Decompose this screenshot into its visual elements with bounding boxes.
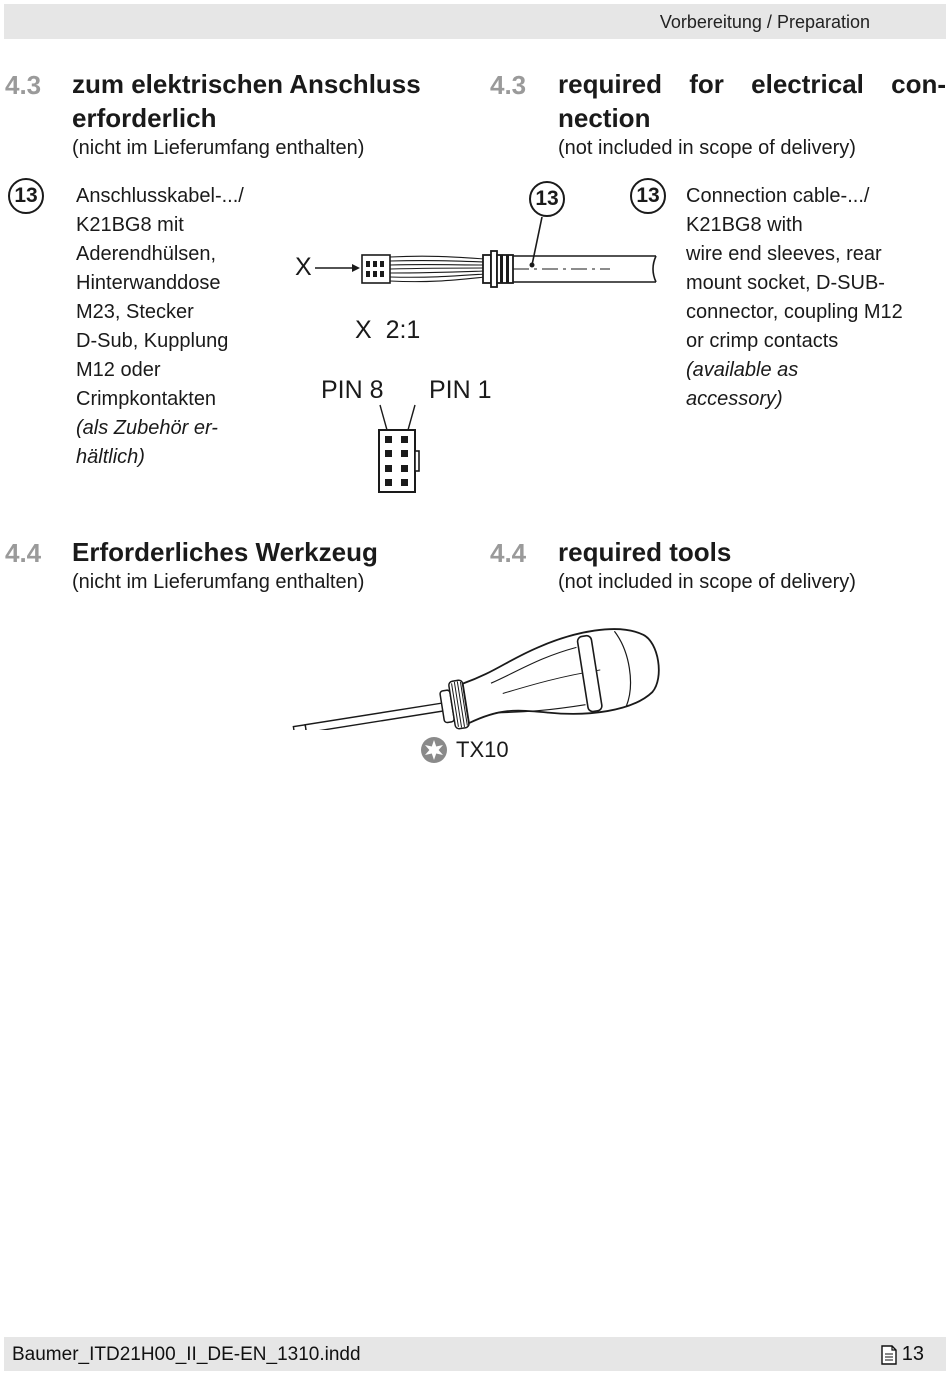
- scale-label: X 2:1: [355, 316, 421, 344]
- item-en-line: K21BG8 with: [686, 214, 803, 236]
- callout-leader-dot: [529, 262, 535, 268]
- connector-face-pin: [385, 465, 392, 472]
- item-de-italic-line: (als Zubehör er-: [76, 417, 218, 439]
- section-44-number-de: 4.4: [5, 538, 42, 568]
- item-en-line: wire end sleeves, rear: [686, 243, 882, 265]
- cable-drawing: [315, 216, 657, 493]
- cable-shield-band: [506, 255, 509, 283]
- footer-page-number: 13: [901, 1343, 924, 1365]
- connector-face-pin: [401, 465, 408, 472]
- pin8-label: PIN 8: [321, 376, 384, 404]
- connector-pin: [366, 271, 370, 277]
- item-de-line: Anschlusskabel-.../: [76, 185, 244, 207]
- item-en-line: or crimp contacts: [686, 330, 839, 352]
- header-bar: Vorbereitung / Preparation: [4, 4, 946, 39]
- torx-icon: [421, 737, 447, 763]
- item-de-line: D-Sub, Kupplung: [76, 330, 229, 352]
- item-de-line: Aderendhülsen,: [76, 243, 217, 265]
- screwdriver-tip: [292, 723, 308, 730]
- cable-cut-end: [652, 255, 657, 283]
- pin8-leader: [379, 404, 388, 431]
- item-description-de: Anschlusskabel-.../ K21BG8 mit Aderendhü…: [76, 182, 276, 472]
- connector-pin: [380, 271, 384, 277]
- figure-callout-badge: 13: [529, 181, 565, 217]
- footer-page: 13: [880, 1343, 924, 1366]
- title-en-word-con: con-: [891, 69, 946, 99]
- footer-filename: Baumer_ITD21H00_II_DE-EN_1310.indd: [12, 1344, 361, 1365]
- detail-arrow-head: [352, 264, 360, 272]
- item-en-line: Connection cable-.../: [686, 185, 870, 207]
- section-43-title-de-line2: erforderlich: [72, 103, 217, 133]
- handle-contour: [490, 646, 577, 684]
- connector-face-pin: [385, 450, 392, 457]
- screwdriver-group: [292, 628, 660, 730]
- callout-leader: [531, 216, 543, 266]
- connector-face-pin: [385, 436, 392, 443]
- section-43-title-de: zum elektrischen Anschluss erforderlich: [72, 67, 421, 135]
- item-number-badge-en: 13: [630, 178, 666, 214]
- connector-face-pin: [401, 479, 408, 486]
- section-43-title-de-line1: zum elektrischen Anschluss: [72, 69, 421, 99]
- section-44-subtitle-de: (nicht im Lieferumfang enthalten): [72, 571, 365, 593]
- connector-pin: [373, 271, 377, 277]
- handle-band: [576, 634, 603, 713]
- cable-wires: [389, 255, 486, 283]
- tool-label: TX10: [456, 737, 509, 762]
- pin1-leader: [407, 404, 416, 431]
- cable-sleeve: [482, 254, 492, 284]
- screwdriver-shaft: [304, 702, 446, 730]
- section-43-number-de: 4.3: [5, 70, 42, 100]
- screwdriver-drawing: [292, 628, 660, 730]
- section-44-subtitle-en: (not included in scope of delivery): [558, 571, 856, 593]
- section-44-title-de: Erforderliches Werkzeug: [72, 537, 378, 567]
- item-description-en: Connection cable-.../ K21BG8 with wire e…: [686, 182, 948, 414]
- item-en-italic-line: accessory): [686, 388, 783, 410]
- handle-end-contour: [613, 630, 632, 707]
- item-en-italic-line: (available as: [686, 359, 799, 381]
- section-43-title-en: required for electrical con- nection: [558, 67, 946, 135]
- cable-shield: [496, 254, 514, 284]
- connector-face-key: [414, 450, 420, 472]
- footer-bar: Baumer_ITD21H00_II_DE-EN_1310.indd 13: [4, 1337, 946, 1371]
- item-en-line: connector, coupling M12: [686, 301, 903, 323]
- section-43-title-en-line1: required for electrical con-: [558, 67, 946, 101]
- connector-face-pin: [401, 450, 408, 457]
- title-en-word-required: required: [558, 69, 663, 99]
- screwdriver-grip-rings: [451, 681, 468, 728]
- item-de-line: M23, Stecker: [76, 301, 194, 323]
- cable-shield-band: [500, 255, 503, 283]
- title-en-word-electrical: electrical: [751, 69, 864, 99]
- title-en-word-for: for: [689, 69, 724, 99]
- section-43-subtitle-de: (nicht im Lieferumfang enthalten): [72, 137, 365, 159]
- connector-face-pin: [401, 436, 408, 443]
- section-44-number-en: 4.4: [490, 538, 527, 568]
- connector-face-pin: [385, 479, 392, 486]
- screwdriver-handle: [461, 628, 660, 725]
- header-section-label: Vorbereitung / Preparation: [659, 12, 870, 32]
- section-44-title-en: required tools: [558, 537, 732, 567]
- item-de-line: Hinterwanddose: [76, 272, 221, 294]
- section-43-subtitle-en: (not included in scope of delivery): [558, 137, 856, 159]
- connector-block: [361, 254, 391, 284]
- connector-pin: [373, 261, 377, 267]
- connector-pin: [380, 261, 384, 267]
- item-number-badge-de: 13: [8, 178, 44, 214]
- item-de-line: Crimpkontakten: [76, 388, 217, 410]
- item-de-italic-line: hältlich): [76, 446, 145, 468]
- detail-label: X: [295, 253, 312, 281]
- tool-label-row: TX10: [420, 736, 509, 764]
- section-43-title-en-line2: nection: [558, 103, 651, 133]
- pin1-label: PIN 1: [429, 376, 492, 404]
- item-de-line: M12 oder: [76, 359, 161, 381]
- item-de-line: K21BG8 mit: [76, 214, 184, 236]
- connector-face: [378, 429, 416, 493]
- handle-contour: [495, 704, 586, 714]
- item-en-line: mount socket, D-SUB-: [686, 272, 885, 294]
- page-icon: [881, 1344, 897, 1365]
- connector-pin: [366, 261, 370, 267]
- section-43-number-en: 4.3: [490, 70, 527, 100]
